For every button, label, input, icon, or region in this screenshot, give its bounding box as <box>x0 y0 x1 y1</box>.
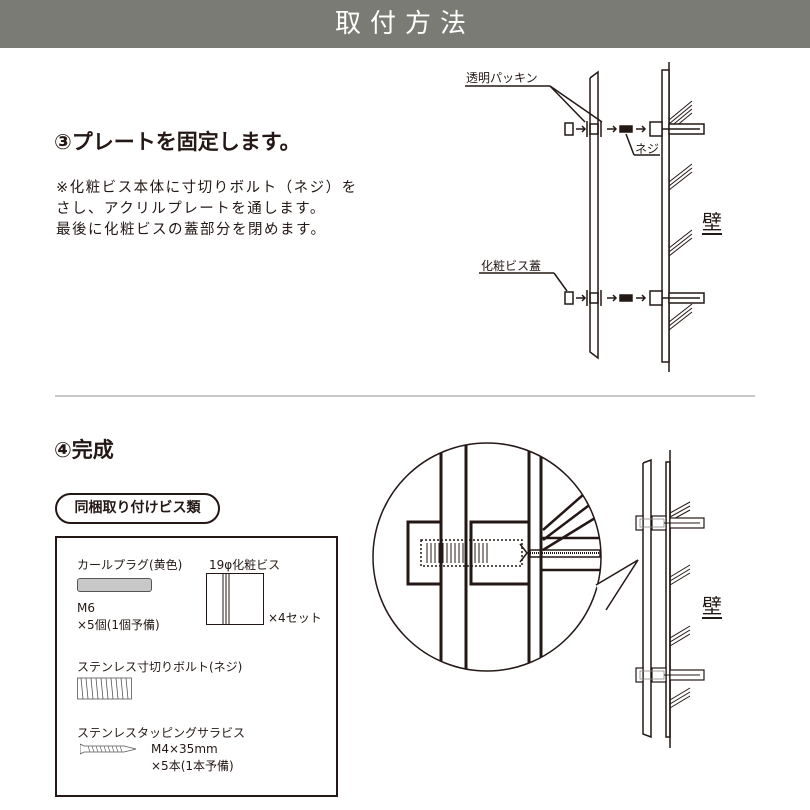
header-bar: 取付方法 <box>0 0 810 48</box>
plug-icon <box>77 578 152 592</box>
label-wall-step4: 壁 <box>702 594 722 618</box>
plug-qty: ×5個(1個予備) <box>77 618 160 632</box>
tapping-screw-icon <box>80 743 137 755</box>
parts-heading-pill: 同梱取り付けビス類 <box>55 493 220 524</box>
label-cap: 化粧ビス蓋 <box>481 259 542 273</box>
label-wall-step3: 壁 <box>702 210 722 234</box>
label-screw: ネジ <box>635 142 660 156</box>
plug-name: カールプラグ(黄色) <box>77 558 183 572</box>
label-clear-packing: 透明パッキン <box>466 71 538 85</box>
step3-desc-line: さし、アクリルプレートを通します。 <box>56 201 326 217</box>
threaded-bolt-icon <box>77 677 132 700</box>
step3-title: ③プレートを固定します。 <box>54 130 301 154</box>
step3-exploded-diagram <box>465 62 705 372</box>
tapping-screw-size: M4×35mm <box>151 742 218 756</box>
cap-screw-qty: ×4セット <box>268 611 322 625</box>
step4-title: ④完成 <box>54 438 114 462</box>
step3-desc-line: 最後に化粧ビスの蓋部分を閉めます。 <box>56 222 327 238</box>
parts-box <box>55 536 338 797</box>
step3-description: ※化粧ビス本体に寸切りボルト（ネジ）を さし、アクリルプレートを通します。 最後… <box>56 178 358 241</box>
bolt-name: ステンレス寸切りボルト(ネジ) <box>77 660 243 674</box>
plug-size: M6 <box>77 601 95 615</box>
page-title: 取付方法 <box>334 9 475 39</box>
tapping-screw-name: ステンレスタッピングサラビス <box>77 726 246 740</box>
tapping-screw-qty: ×5本(1本予備) <box>151 759 234 773</box>
step3-desc-line: ※化粧ビス本体に寸切りボルト（ネジ）を <box>56 180 358 196</box>
section-divider <box>55 395 755 397</box>
cap-screw-name: 19φ化粧ビス <box>209 558 281 572</box>
cap-screw-icon <box>206 573 264 625</box>
